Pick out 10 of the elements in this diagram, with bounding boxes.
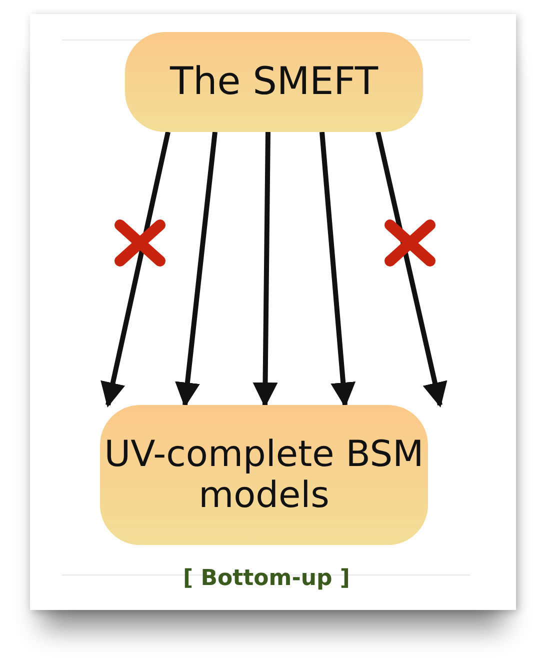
arrow [320,132,356,408]
arrow [376,131,448,408]
box-label: UV-complete BSM models [103,434,425,516]
arrow [175,132,218,408]
caption-text: [ Bottom-up ] [183,566,350,591]
arrow [100,131,170,408]
rounded-box [125,32,423,132]
arrow [252,132,278,408]
rounded-box [100,405,428,545]
box-label: The SMEFT [170,60,378,104]
